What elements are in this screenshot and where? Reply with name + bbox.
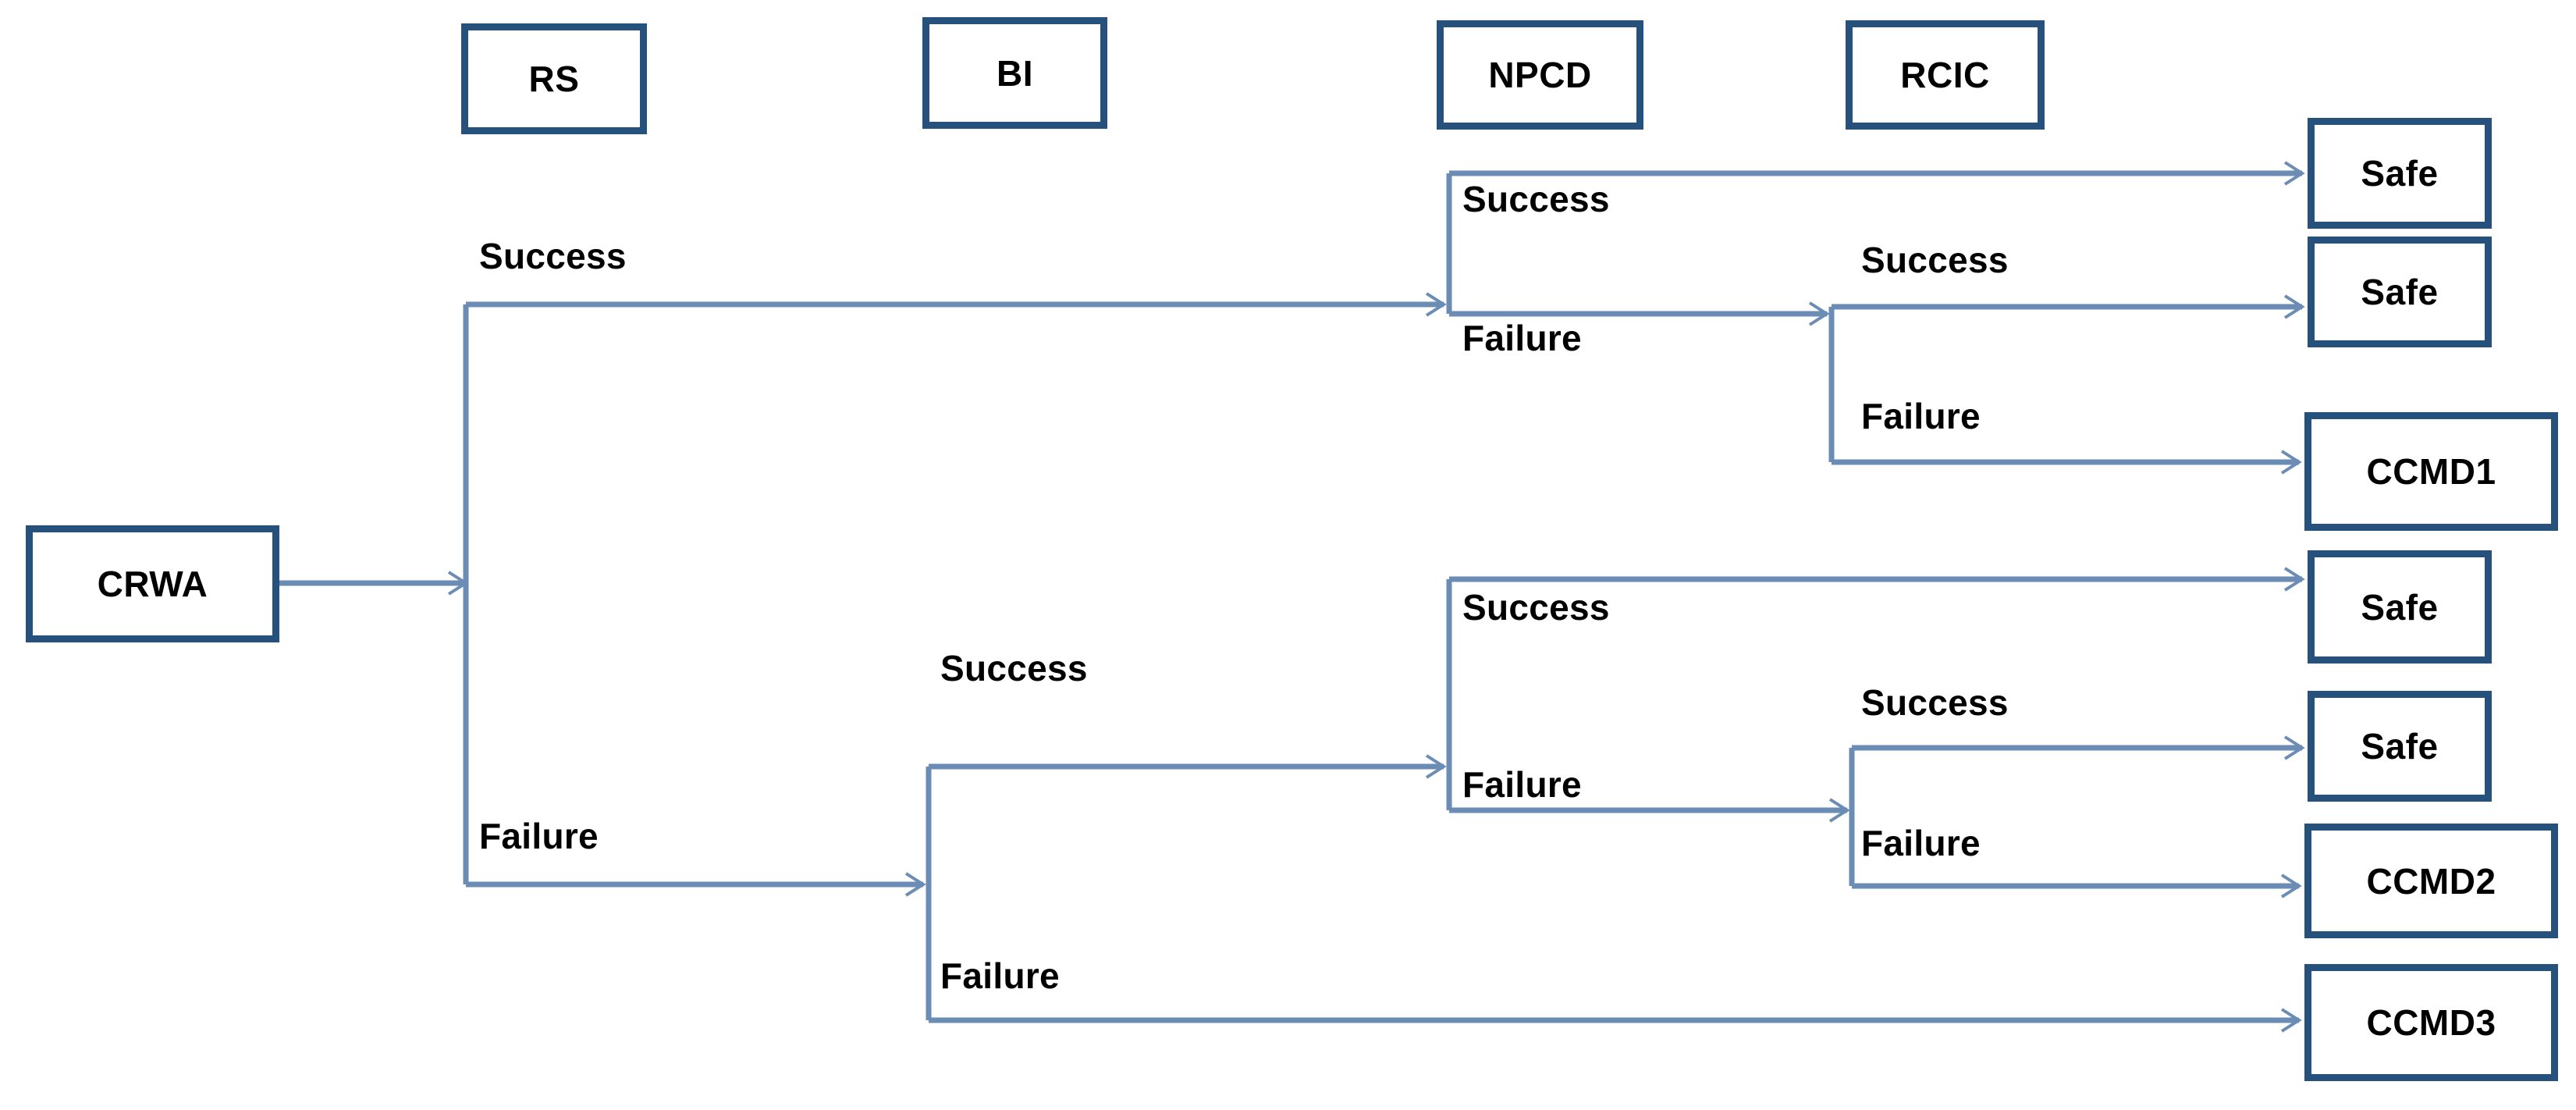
outcome-box-safe-1[interactable]: Safe <box>2308 118 2492 229</box>
branch-label-rs-success: Success <box>479 236 627 276</box>
branch-label-rcic-upper-success: Success <box>1861 240 2009 280</box>
branch-label-npcd-upper-success: Success <box>1462 179 1610 219</box>
header-box-rs[interactable]: RS <box>461 23 647 134</box>
outcome-label-ccmd1: CCMD1 <box>2366 451 2496 492</box>
branch-label-bi-success: Success <box>940 648 1088 688</box>
branch-label-rcic-lower-success: Success <box>1861 682 2009 723</box>
branch-label-npcd-lower-success: Success <box>1462 587 1610 628</box>
header-label-rs: RS <box>528 59 580 99</box>
outcome-box-safe-4[interactable]: Safe <box>2308 691 2492 802</box>
outcome-box-safe-2[interactable]: Safe <box>2308 237 2492 347</box>
outcome-label-safe-4: Safe <box>2361 726 2439 767</box>
branch-label-bi-failure: Failure <box>940 955 1060 996</box>
header-box-bi[interactable]: BI <box>922 17 1107 129</box>
outcome-label-safe-1: Safe <box>2361 153 2439 194</box>
branch-label-rcic-upper-failure: Failure <box>1861 396 1981 436</box>
header-box-npcd[interactable]: NPCD <box>1437 20 1643 130</box>
header-box-rcic[interactable]: RCIC <box>1846 20 2045 130</box>
header-label-bi: BI <box>997 52 1033 94</box>
outcome-label-safe-3: Safe <box>2361 586 2439 628</box>
outcome-box-ccmd2[interactable]: CCMD2 <box>2304 824 2558 938</box>
branch-label-rs-failure: Failure <box>479 816 599 856</box>
initiator-label-crwa: CRWA <box>97 564 208 604</box>
outcome-box-ccmd1[interactable]: CCMD1 <box>2304 412 2558 531</box>
outcome-box-safe-3[interactable]: Safe <box>2308 550 2492 664</box>
branch-label-rcic-lower-failure: Failure <box>1861 823 1981 863</box>
outcome-box-ccmd3[interactable]: CCMD3 <box>2304 964 2558 1081</box>
outcome-label-safe-2: Safe <box>2361 272 2439 312</box>
header-label-npcd: NPCD <box>1488 55 1592 95</box>
outcome-label-ccmd2: CCMD2 <box>2366 860 2496 902</box>
branch-label-npcd-lower-failure: Failure <box>1462 764 1582 805</box>
header-label-rcic: RCIC <box>1900 55 1990 95</box>
initiator-box-crwa[interactable]: CRWA <box>26 525 279 642</box>
outcome-label-ccmd3: CCMD3 <box>2366 1002 2496 1043</box>
branch-label-npcd-upper-failure: Failure <box>1462 318 1582 358</box>
